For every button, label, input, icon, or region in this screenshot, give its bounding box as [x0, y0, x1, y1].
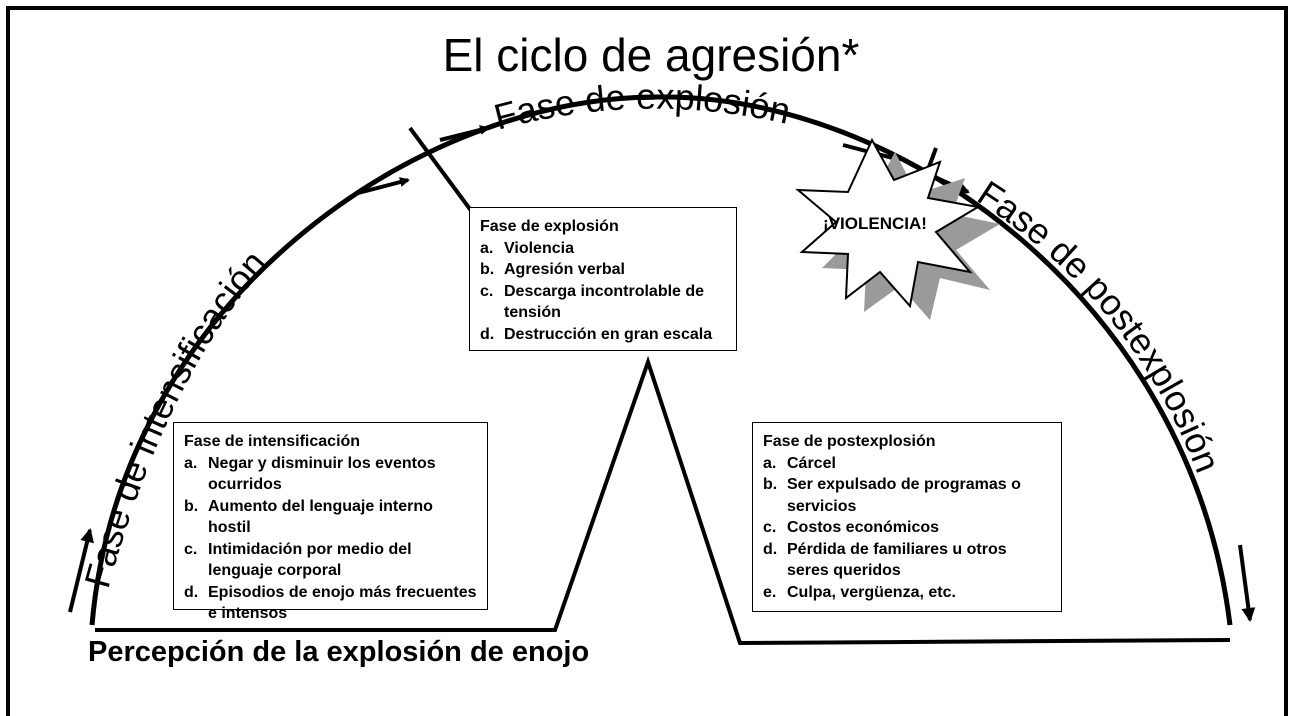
divider-explosion-start — [408, 126, 480, 222]
explosion-list: a.Violencia b.Agresión verbal c.Descarga… — [480, 238, 726, 346]
arrow-to-explosion — [357, 177, 410, 195]
violence-burst — [795, 137, 981, 309]
explosion-phase-box: Fase de explosión a.Violencia b.Agresión… — [469, 207, 737, 351]
list-item: b.Aumento del lenguaje interno hostil — [184, 497, 433, 537]
box-heading: Fase de explosión — [480, 218, 619, 235]
intensification-list: a.Negar y disminuir los eventos ocurrido… — [184, 453, 477, 625]
list-item: c.Costos económicos — [763, 519, 940, 536]
diagram-title: El ciclo de agresión* — [442, 29, 860, 81]
list-item: a.Cárcel — [763, 454, 836, 472]
list-item: d.Destrucción en gran escala — [480, 325, 713, 343]
box-heading: Fase de postexplosión — [763, 433, 936, 450]
post-list: a.Cárcel b.Ser expulsado de programas o … — [763, 453, 1051, 604]
bottom-caption: Percepción de la explosión de enojo — [88, 636, 590, 668]
intensification-phase-box: Fase de intensificación a.Negar y dismin… — [173, 422, 488, 622]
list-item: a.Negar y disminuir los eventos ocurrido… — [184, 454, 436, 494]
falling-arrow — [1238, 544, 1256, 622]
diagram-frame — [6, 6, 1288, 716]
arrow-explosion-label — [439, 125, 490, 142]
list-item: d.Pérdida de familiares u otros seres qu… — [763, 540, 1007, 580]
list-item: e.Culpa, vergüenza, etc. — [763, 583, 956, 601]
rising-arrow — [68, 528, 94, 613]
list-item: a.Violencia — [480, 239, 574, 257]
anger-profile-line — [95, 355, 1231, 646]
list-item: b.Ser expulsado de programas o servicios — [763, 476, 1021, 515]
post-phase-box: Fase de postexplosión a.Cárcel b.Ser exp… — [752, 422, 1062, 612]
list-item: c.Intimidación por medio del lenguaje co… — [184, 540, 412, 580]
list-item: b.Agresión verbal — [480, 261, 625, 278]
label-explosion-phase: Fase de explosión — [490, 76, 794, 138]
list-item: c.Descarga incontrolable de tensión — [480, 282, 705, 322]
box-heading: Fase de intensificación — [184, 433, 361, 450]
burst-text: ¡VIOLENCIA! — [823, 214, 927, 233]
list-item: d.Episodios de enojo más frecuentes e in… — [184, 583, 477, 623]
cycle-arc — [89, 94, 1233, 626]
